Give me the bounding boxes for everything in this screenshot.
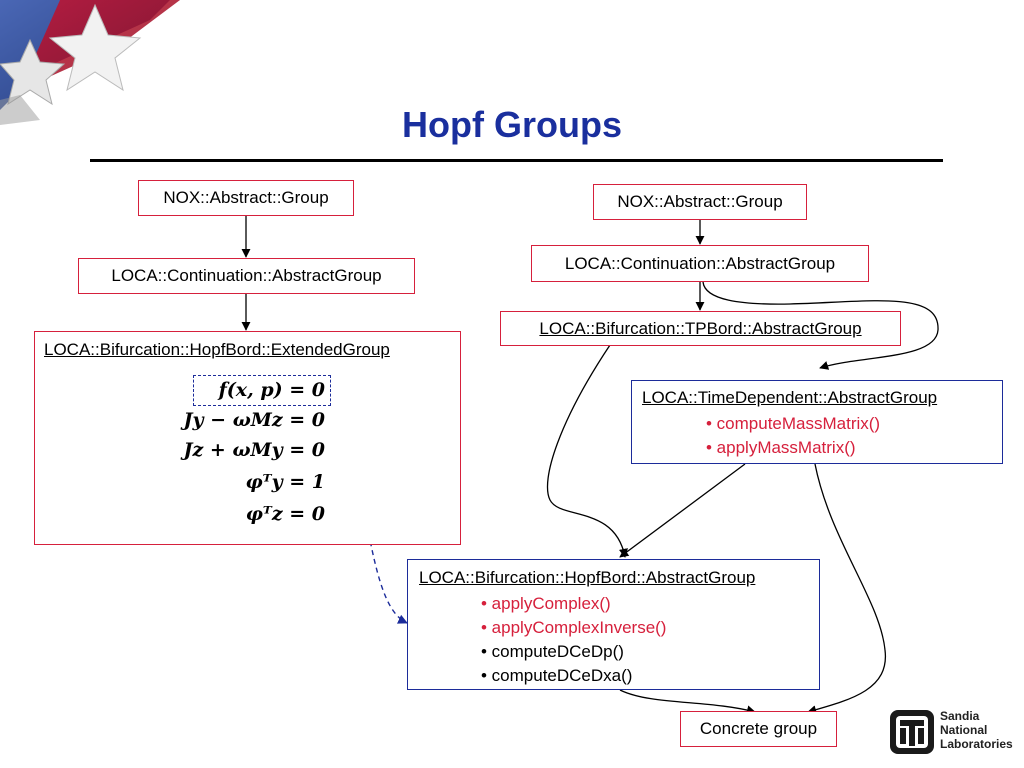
tpbord-group-label: LOCA::Bifurcation::TPBord::AbstractGroup — [539, 318, 862, 338]
hopf-abstract-group-box: LOCA::Bifurcation::HopfBord::AbstractGro… — [407, 559, 820, 690]
method-compute-mass-matrix: • computeMassMatrix() — [706, 414, 881, 433]
logo-line-1: Sandia — [940, 709, 980, 723]
sandia-logo-text: Sandia National Laboratories — [940, 709, 1013, 751]
concrete-group-box: Concrete group — [680, 711, 837, 747]
highlighted-equation-frame — [193, 375, 331, 406]
page-title: Hopf Groups — [402, 104, 622, 145]
concrete-group-label: Concrete group — [699, 719, 818, 738]
equation-2: Jy − ωMz = 0 — [183, 409, 325, 431]
right-nox-group-box: NOX::Abstract::Group — [593, 184, 807, 220]
time-dependent-methods: • computeMassMatrix() • applyMassMatrix(… — [706, 412, 880, 460]
left-nox-group-label: NOX::Abstract::Group — [163, 188, 329, 207]
arrow-tpbord-to-hopf — [546, 344, 628, 558]
arrow-timedependent-to-hopf — [619, 463, 746, 558]
left-continuation-group-label: LOCA::Continuation::AbstractGroup — [111, 266, 382, 285]
left-continuation-group-box: LOCA::Continuation::AbstractGroup — [78, 258, 415, 294]
right-continuation-group-box: LOCA::Continuation::AbstractGroup — [531, 245, 869, 282]
sandia-thunderbird-icon — [890, 710, 934, 754]
method-apply-complex: • applyComplex() — [481, 594, 611, 613]
arrow-continuation-to-timedependent — [702, 281, 939, 370]
method-apply-complex-inverse: • applyComplexInverse() — [481, 618, 667, 637]
hopf-abstract-methods: • applyComplex() • applyComplexInverse()… — [481, 592, 666, 688]
right-continuation-group-label: LOCA::Continuation::AbstractGroup — [564, 253, 836, 273]
time-dependent-header: LOCA::TimeDependent::AbstractGroup — [642, 388, 938, 407]
title-divider — [90, 159, 943, 162]
time-dependent-group-box: LOCA::TimeDependent::AbstractGroup • com… — [631, 380, 1003, 464]
method-compute-dcedp: • computeDCeDp() — [481, 642, 624, 661]
right-nox-group-label: NOX::Abstract::Group — [617, 192, 783, 211]
equation-3: Jz + ωMy = 0 — [183, 439, 325, 461]
equation-5: φᵀz = 0 — [245, 503, 325, 525]
star-banner-icon — [0, 0, 180, 125]
hopf-abstract-header: LOCA::Bifurcation::HopfBord::AbstractGro… — [419, 568, 756, 587]
method-apply-mass-matrix: • applyMassMatrix() — [706, 438, 856, 457]
equation-4: φᵀy = 1 — [245, 471, 325, 493]
left-nox-group-box: NOX::Abstract::Group — [138, 180, 354, 216]
extended-group-header: LOCA::Bifurcation::HopfBord::ExtendedGro… — [44, 340, 390, 359]
method-compute-dcedxa: • computeDCeDxa() — [481, 666, 633, 685]
arrow-timedependent-to-concrete — [807, 463, 886, 715]
tpbord-group-box: LOCA::Bifurcation::TPBord::AbstractGroup — [500, 311, 901, 346]
logo-line-2: National — [940, 723, 988, 737]
arrow-hopf-to-concrete — [619, 689, 756, 715]
extended-group-box: LOCA::Bifurcation::HopfBord::ExtendedGro… — [34, 331, 461, 545]
equation-1: f(x, p) = 0 — [218, 379, 325, 401]
logo-line-3: Laboratories — [940, 737, 1013, 751]
